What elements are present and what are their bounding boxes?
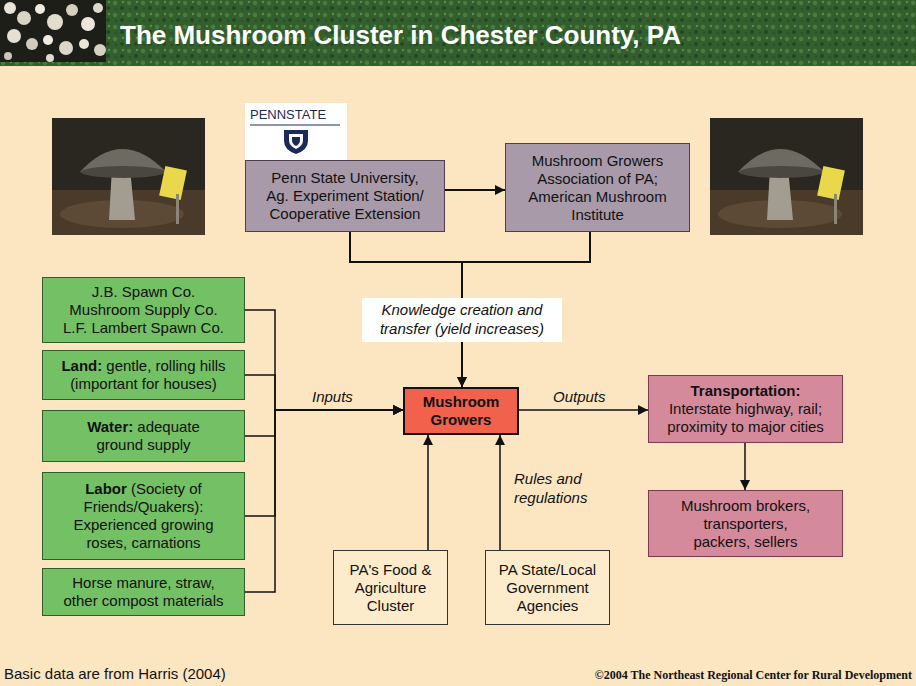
input-box: J.B. Spawn Co. Mushroom Supply Co. L.F. … <box>42 277 245 343</box>
text-block: Transportation:Interstate highway, rail;… <box>659 382 832 436</box>
penn-state-logo <box>245 103 347 160</box>
connector-arrow <box>499 435 501 550</box>
text-block: PA's Food & Agriculture Cluster <box>340 561 441 615</box>
text-block: Mushroom brokers, transporters, packers,… <box>675 497 816 551</box>
edge-label: Knowledge creation and transfer (yield i… <box>362 298 562 342</box>
logo-text: PENNSTATE <box>250 107 326 122</box>
box-text: PA State/Local Government Agencies <box>499 561 596 614</box>
input-box: Water:adequate ground supply <box>42 410 245 462</box>
connector-arrow <box>427 435 429 550</box>
text-block: Labor(Society of Friends/Quakers): Exper… <box>57 480 230 552</box>
box-heading: Water: <box>87 418 133 435</box>
box-heading: Land: <box>61 357 102 374</box>
core-box: Mushroom Growers <box>403 387 519 435</box>
text-block: Penn State University, Ag. Experiment St… <box>260 169 430 223</box>
connector-arrow <box>245 375 403 410</box>
output-box: Transportation:Interstate highway, rail;… <box>648 375 843 443</box>
text-block: J.B. Spawn Co. Mushroom Supply Co. L.F. … <box>57 283 230 337</box>
box-heading: Transportation: <box>659 382 832 400</box>
edge-label: Rules and regulations <box>514 470 606 508</box>
box-text: Horse manure, straw, other compost mater… <box>63 574 223 609</box>
text-block: Mushroom Growers Association of PA; Amer… <box>516 152 679 224</box>
connector-arrow <box>519 409 648 411</box>
text-block: Land:gentle, rolling hills (important fo… <box>49 357 238 393</box>
mushroom-photo <box>52 118 205 235</box>
box-text: PA's Food & Agriculture Cluster <box>350 561 432 614</box>
copyright-note: ©2004 The Northeast Regional Center for … <box>595 668 912 683</box>
institution-box: Penn State University, Ag. Experiment St… <box>245 160 445 232</box>
box-text: Mushroom brokers, transporters, packers,… <box>681 497 810 550</box>
box-text: Penn State University, Ag. Experiment St… <box>266 169 424 222</box>
association-box: Mushroom Growers Association of PA; Amer… <box>505 143 690 232</box>
mushroom-photo <box>710 118 863 235</box>
edge-label: Outputs <box>553 388 617 407</box>
input-box: Land:gentle, rolling hills (important fo… <box>42 350 245 400</box>
context-box: PA's Food & Agriculture Cluster <box>333 550 448 625</box>
box-text: Mushroom Growers <box>423 393 500 428</box>
edge-label: Inputs <box>312 388 372 407</box>
box-text: Interstate highway, rail; proximity to m… <box>667 400 824 435</box>
input-box: Horse manure, straw, other compost mater… <box>42 568 245 616</box>
text-block: Horse manure, straw, other compost mater… <box>57 574 230 610</box>
connector-arrow <box>744 443 746 490</box>
text-block: Water:adequate ground supply <box>63 418 224 454</box>
box-text: J.B. Spawn Co. Mushroom Supply Co. L.F. … <box>63 283 224 336</box>
output-box: Mushroom brokers, transporters, packers,… <box>648 490 843 557</box>
box-text: Mushroom Growers Association of PA; Amer… <box>528 152 666 223</box>
title-text: The Mushroom Cluster in Chester County, … <box>120 20 681 51</box>
text-block: PA State/Local Government Agencies <box>492 561 603 615</box>
title-band <box>0 0 916 66</box>
connector-arrow <box>245 410 403 516</box>
connector-arrow <box>245 410 403 436</box>
context-box: PA State/Local Government Agencies <box>485 550 610 625</box>
text-block: Mushroom Growers <box>411 393 511 429</box>
mushroom-cluster-photo <box>0 0 106 62</box>
box-heading: Labor <box>85 480 127 497</box>
source-note: Basic data are from Harris (2004) <box>4 665 226 682</box>
input-box: Labor(Society of Friends/Quakers): Exper… <box>42 472 245 560</box>
connector-arrow <box>445 189 505 191</box>
